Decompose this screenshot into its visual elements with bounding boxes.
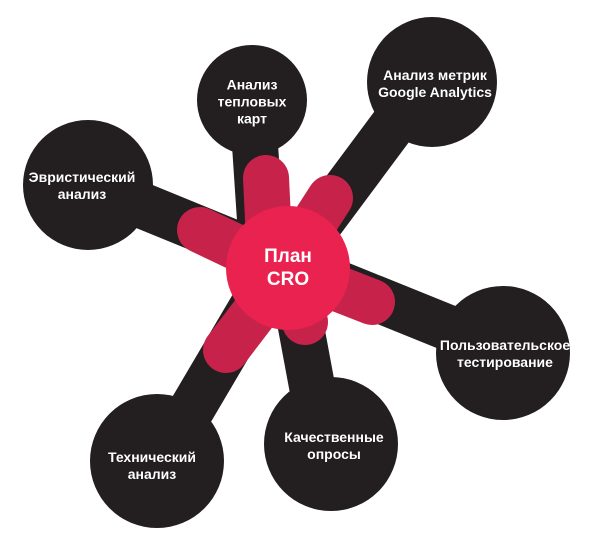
node-circle-heuristic bbox=[23, 120, 153, 250]
center-label-line: CRO bbox=[266, 269, 310, 290]
node-label-line: анализ bbox=[127, 466, 177, 482]
node-label-google-analytics: Анализ метрик Google Analytics bbox=[378, 67, 492, 101]
node-label-line: Google Analytics bbox=[378, 84, 492, 100]
node-label-technical: Технический анализ bbox=[108, 449, 196, 483]
node-label-line: Анализ bbox=[226, 76, 278, 93]
node-label-line: Эвристический bbox=[28, 169, 136, 185]
node-label-line: тепловых bbox=[217, 93, 287, 110]
node-label-heuristic: Эвристический анализ bbox=[29, 169, 136, 203]
node-label-line: Анализ метрик bbox=[383, 67, 487, 83]
node-label-line: Технический bbox=[107, 449, 197, 465]
center-hub bbox=[226, 206, 350, 330]
node-label-line: опросы bbox=[307, 446, 361, 462]
center-label: План CRO bbox=[264, 245, 312, 291]
node-circle-google-analytics bbox=[367, 17, 497, 147]
node-label-line: Качественные bbox=[284, 429, 384, 445]
node-label-line: Пользовательское bbox=[439, 337, 571, 353]
node-label-line: карт bbox=[236, 110, 268, 127]
node-circle-heatmap bbox=[197, 45, 307, 155]
node-label-line: анализ bbox=[57, 186, 107, 202]
node-circle-surveys bbox=[264, 377, 398, 511]
center-label-line: План bbox=[264, 246, 312, 267]
node-circle-technical bbox=[90, 394, 224, 528]
node-label-heatmap: Анализ тепловых карт bbox=[218, 77, 287, 128]
node-label-line: тестирование bbox=[457, 354, 553, 370]
node-label-user-testing: Пользовательское тестирование bbox=[440, 337, 570, 371]
node-label-surveys: Качественные опросы bbox=[284, 429, 383, 463]
node-circle-user-testing bbox=[436, 286, 570, 420]
